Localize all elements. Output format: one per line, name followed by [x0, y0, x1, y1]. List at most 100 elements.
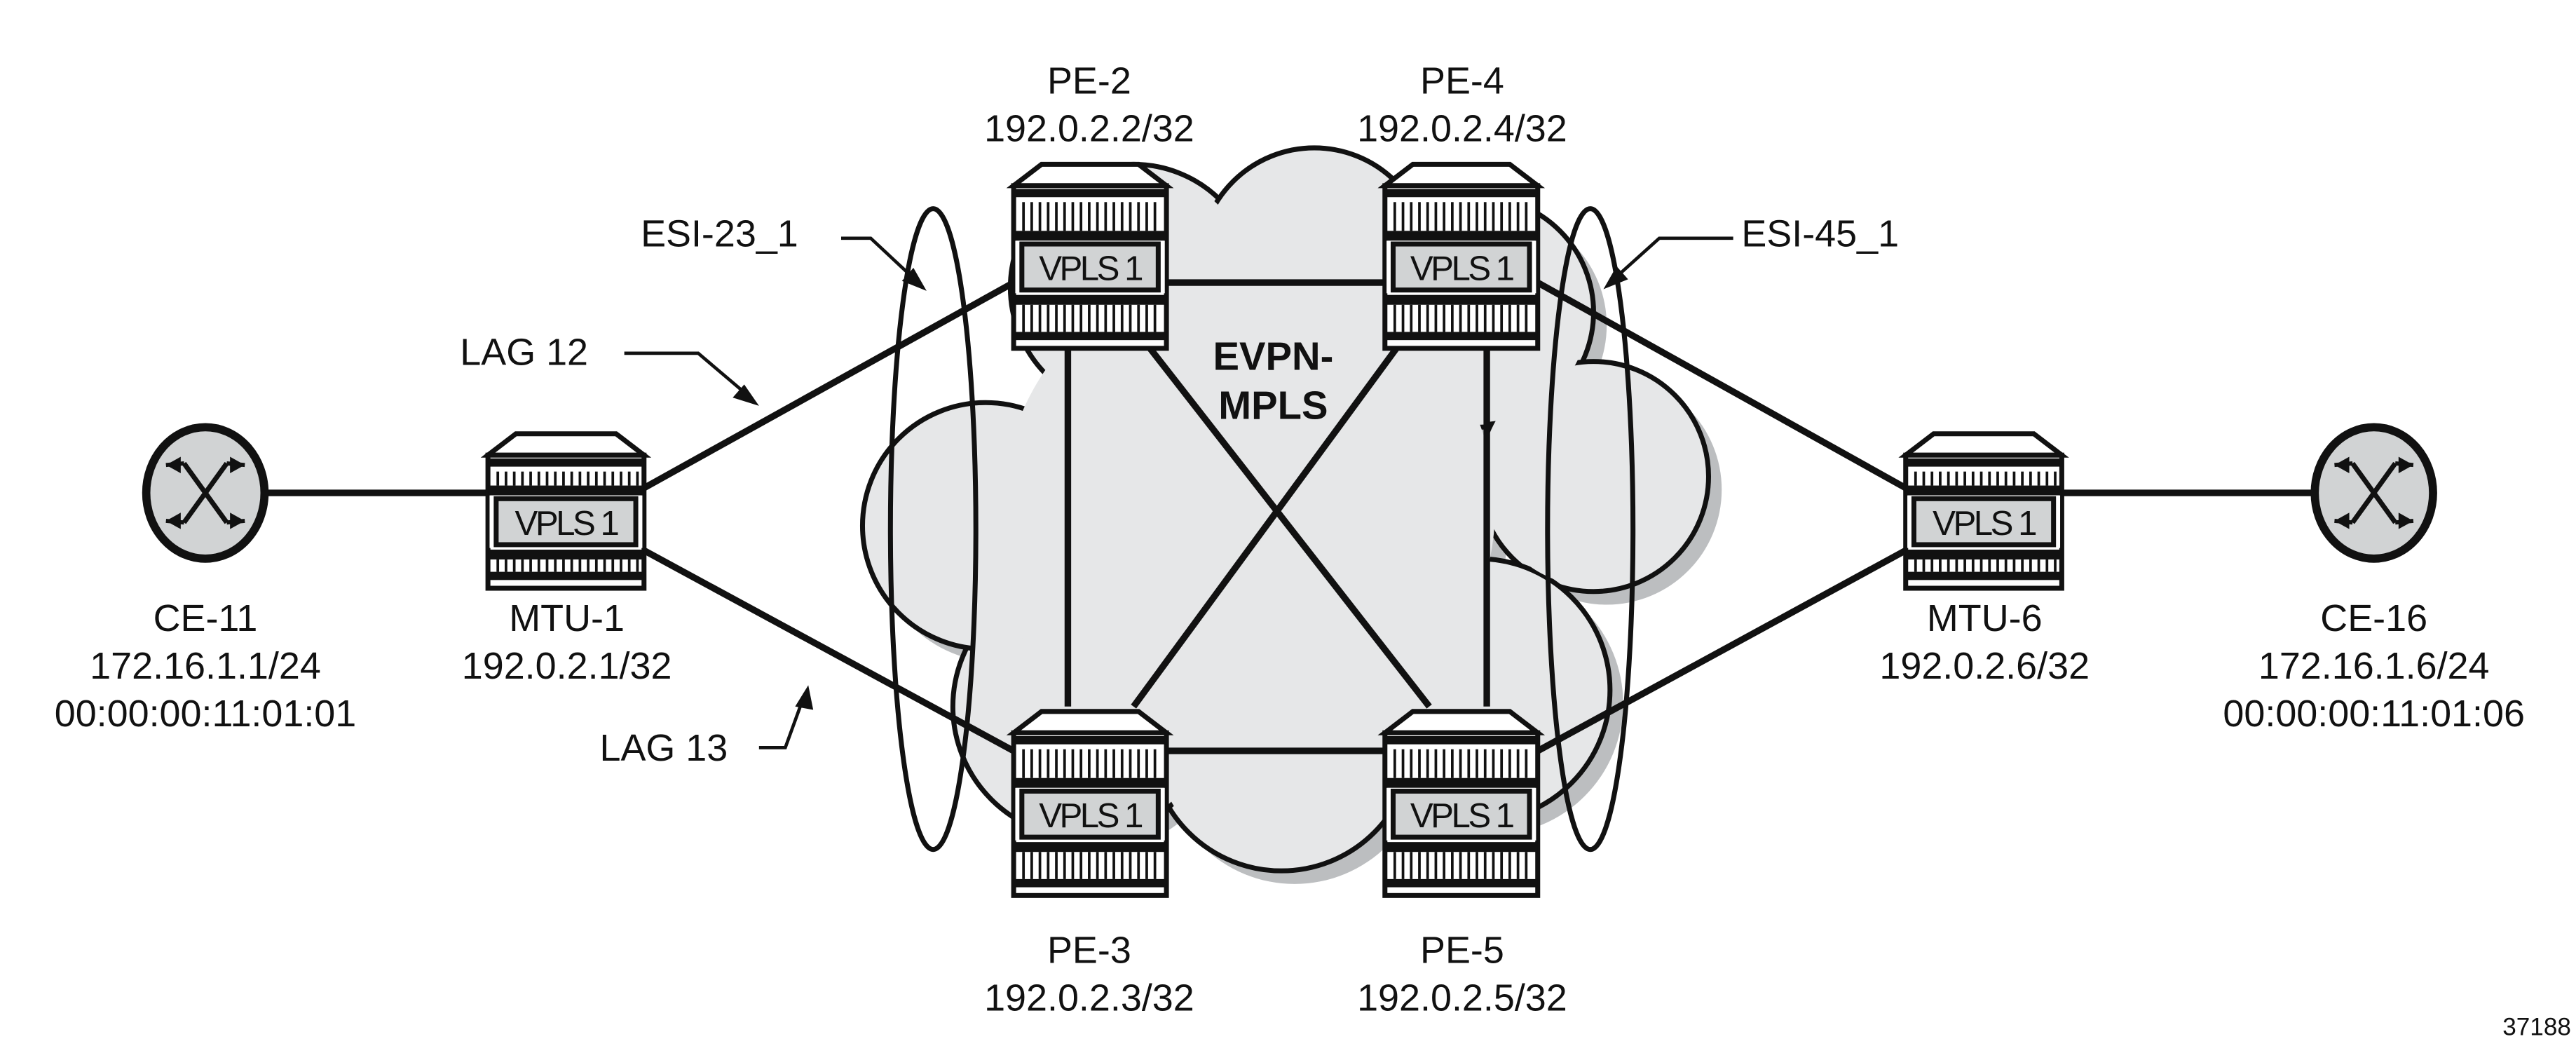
esi23-arrow-icon: [901, 268, 927, 291]
vpls-box: [493, 496, 639, 548]
mtu6-router[interactable]: VPLS 1: [1898, 431, 2069, 591]
pe5-router[interactable]: VPLS 1: [1377, 709, 1546, 898]
router-band: [488, 458, 644, 467]
pe3-ip: 192.0.2.3/32: [984, 977, 1194, 1019]
annotation-arrowheads: [732, 266, 1628, 710]
vpls-box: [1390, 241, 1532, 293]
router-top: [1377, 709, 1546, 735]
ce-16-router-icon[interactable]: [2310, 423, 2437, 563]
router-band: [1014, 332, 1167, 341]
router-band: [1014, 294, 1167, 305]
router-band: [1384, 735, 1538, 745]
vpls-label: VPLS 1: [1039, 796, 1142, 835]
links: [263, 279, 2313, 754]
pe3-name: PE-3: [1047, 929, 1131, 971]
router-top: [1898, 431, 2069, 458]
pe4-ip: 192.0.2.4/32: [1357, 108, 1567, 150]
vpls-label: VPLS 1: [1410, 250, 1513, 288]
pe2-router[interactable]: VPLS 1: [1006, 161, 1174, 351]
lag13-arrow-icon: [795, 685, 814, 710]
lag12-label: LAG 12: [460, 331, 588, 373]
router-band: [488, 571, 644, 580]
link-pe4-mtu6: [1536, 280, 1908, 491]
vpls-label: VPLS 1: [515, 504, 618, 543]
x-cross-icon: [182, 461, 229, 524]
vpls-box: [1390, 788, 1532, 840]
vpls-label: VPLS 1: [1933, 504, 2036, 543]
evpn-mpls-cloud: [859, 145, 1722, 884]
lag12-arrow-icon: [732, 384, 759, 406]
esi45-label: ESI-45_1: [1741, 213, 1899, 255]
ce16-name: CE-16: [2320, 597, 2427, 639]
ce11-name: CE-11: [154, 597, 258, 639]
ce11-ip: 172.16.1.1/24: [90, 645, 321, 687]
mtu6-ip: 192.0.2.6/32: [1879, 645, 2090, 687]
cloud-label-line1: EVPN-: [1213, 334, 1333, 378]
lag12-leader: [624, 351, 754, 401]
arrowhead-icon: [230, 456, 245, 473]
link-pe2-pe5: [1147, 346, 1432, 709]
router-band: [1014, 735, 1167, 745]
arrowhead-icon: [2334, 456, 2350, 473]
annotation-leaders: [624, 236, 1733, 749]
vpls-box: [1019, 788, 1161, 840]
router-band: [1384, 189, 1538, 198]
mtu1-name: MTU-1: [509, 597, 625, 639]
lag13-leader: [758, 693, 807, 749]
pe5-ip: 192.0.2.5/32: [1357, 977, 1567, 1019]
router-top: [1006, 709, 1174, 735]
esi45-leader: [1609, 236, 1733, 284]
vpls-box: [1911, 496, 2057, 548]
pe4-router[interactable]: VPLS 1: [1377, 161, 1546, 351]
esi-23-ellipse: [887, 206, 979, 853]
vpls-label: VPLS 1: [1410, 796, 1513, 835]
pe5-name: PE-5: [1420, 929, 1504, 971]
router-band: [1014, 231, 1167, 241]
router-band: [1384, 294, 1538, 305]
ce16-ip: 172.16.1.6/24: [2258, 645, 2490, 687]
esi-45-ellipse: [1545, 206, 1636, 853]
mtu6-name: MTU-6: [1927, 597, 2043, 639]
router-band: [1384, 332, 1538, 341]
router-band: [1014, 777, 1167, 788]
mtu1-router[interactable]: VPLS 1: [480, 431, 652, 591]
router-band: [1014, 878, 1167, 888]
router-band: [1905, 549, 2062, 560]
esi23-leader: [841, 236, 922, 286]
pe2-ip: 192.0.2.2/32: [984, 108, 1194, 150]
arrowhead-icon: [165, 512, 181, 529]
x-cross-icon: [2350, 461, 2398, 524]
router-band: [1384, 777, 1538, 788]
arrowhead-icon: [2398, 456, 2413, 473]
arrowhead-icon: [230, 512, 245, 529]
router-band: [1905, 571, 2062, 580]
router-band: [1384, 878, 1538, 888]
pe4-name: PE-4: [1420, 60, 1504, 102]
router-band: [1905, 485, 2062, 496]
router-band: [1014, 189, 1167, 198]
link-pe4-pe3: [1131, 346, 1399, 709]
arrowhead-icon: [2334, 512, 2350, 529]
ce11-mac: 00:00:00:11:01:01: [55, 693, 357, 735]
pe2-name: PE-2: [1047, 60, 1131, 102]
vpls-label: VPLS 1: [1039, 250, 1142, 288]
arrowhead-icon: [165, 456, 181, 473]
ce-11-router-icon[interactable]: [142, 423, 269, 563]
router-band: [1905, 458, 2062, 467]
router-top: [1377, 161, 1546, 189]
ce16-mac: 00:00:00:11:01:06: [2223, 693, 2525, 735]
router-band: [1014, 842, 1167, 853]
figure-id: 37188: [2502, 1014, 2571, 1041]
lag13-label: LAG 13: [599, 727, 728, 769]
router-top: [480, 431, 652, 458]
router-band: [1384, 842, 1538, 853]
cloud-label-line2: MPLS: [1218, 383, 1328, 428]
router-top: [1006, 161, 1174, 189]
router-band: [488, 485, 644, 496]
link-pe5-mtu6: [1536, 548, 1907, 754]
esi23-label: ESI-23_1: [641, 213, 798, 255]
router-band: [488, 549, 644, 560]
pe3-router[interactable]: VPLS 1: [1006, 709, 1174, 898]
